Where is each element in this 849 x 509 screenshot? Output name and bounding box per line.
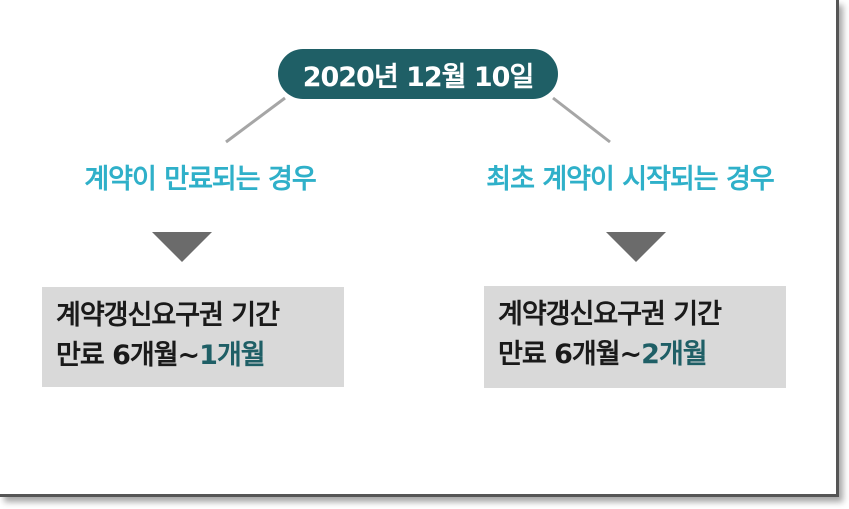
- result-left-line2: 만료 6개월~1개월: [56, 336, 344, 376]
- result-left-highlight: 1개월: [199, 340, 265, 371]
- result-right-highlight: 2개월: [641, 339, 707, 370]
- result-box-left: 계약갱신요구권 기간 만료 6개월~1개월: [42, 287, 344, 387]
- connector-right: [552, 96, 611, 144]
- case-label-left: 계약이 만료되는 경우: [84, 164, 316, 195]
- date-text: 2020년 12월 10일: [302, 61, 535, 93]
- date-badge: 2020년 12월 10일: [278, 49, 558, 99]
- result-left-line1: 계약갱신요구권 기간: [56, 300, 280, 331]
- down-arrow-right-icon: [606, 232, 666, 262]
- connector-left: [225, 96, 286, 144]
- case-label-right: 최초 계약이 시작되는 경우: [486, 164, 774, 195]
- down-arrow-left-icon: [152, 232, 212, 262]
- result-left-prefix: 만료 6개월~: [56, 340, 200, 371]
- result-right-line2: 만료 6개월~2개월: [498, 335, 786, 375]
- result-right-prefix: 만료 6개월~: [498, 339, 642, 370]
- diagram-frame: 2020년 12월 10일 계약이 만료되는 경우 최초 계약이 시작되는 경우…: [0, 0, 839, 497]
- connector-lines: [225, 96, 611, 144]
- result-box-right: 계약갱신요구권 기간 만료 6개월~2개월: [484, 286, 786, 388]
- result-right-line1: 계약갱신요구권 기간: [498, 299, 722, 330]
